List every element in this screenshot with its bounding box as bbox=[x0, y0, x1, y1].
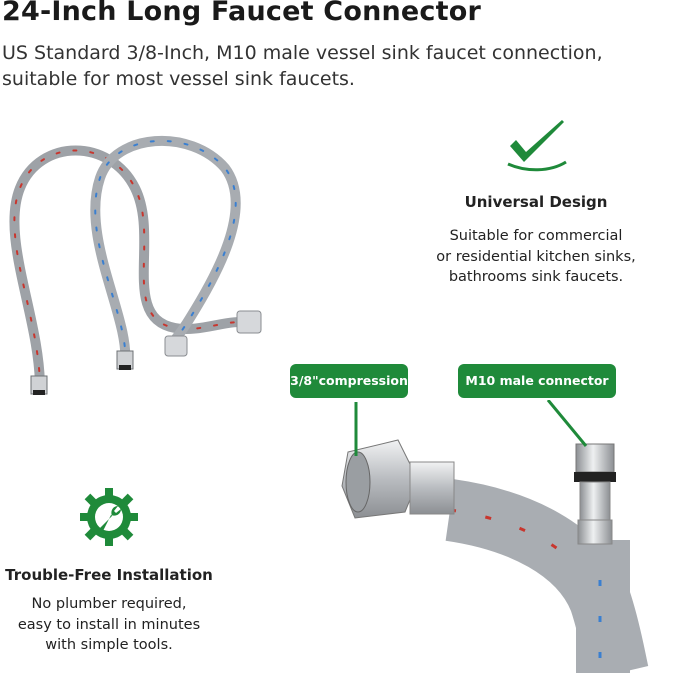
callout-compression: 3/8"compression bbox=[290, 364, 408, 398]
page-subtitle: US Standard 3/8-Inch, M10 male vessel si… bbox=[2, 42, 603, 90]
installation-text: No plumber required, easy to install in … bbox=[0, 594, 218, 656]
universal-design-text: Suitable for commercial or residential k… bbox=[406, 226, 666, 288]
universal-line-1: Suitable for commercial bbox=[449, 228, 623, 244]
hose-pair-image bbox=[9, 135, 262, 395]
checkmark-icon bbox=[507, 120, 567, 172]
callout-male-connector: M10 male connector bbox=[458, 364, 616, 398]
connector-closeup-image bbox=[341, 400, 649, 673]
wrench-gear-icon bbox=[80, 488, 138, 546]
install-line-3: with simple tools. bbox=[45, 637, 173, 653]
page-title: 24-Inch Long Faucet Connector bbox=[2, 0, 481, 27]
installation-title: Trouble-Free Installation bbox=[5, 566, 213, 584]
universal-line-2: or residential kitchen sinks, bbox=[436, 248, 636, 265]
install-line-1: No plumber required, bbox=[31, 596, 187, 612]
universal-line-3: bathrooms sink faucets. bbox=[448, 269, 624, 285]
install-line-2: easy to install in minutes bbox=[17, 616, 201, 633]
universal-design-title: Universal Design bbox=[464, 193, 608, 211]
